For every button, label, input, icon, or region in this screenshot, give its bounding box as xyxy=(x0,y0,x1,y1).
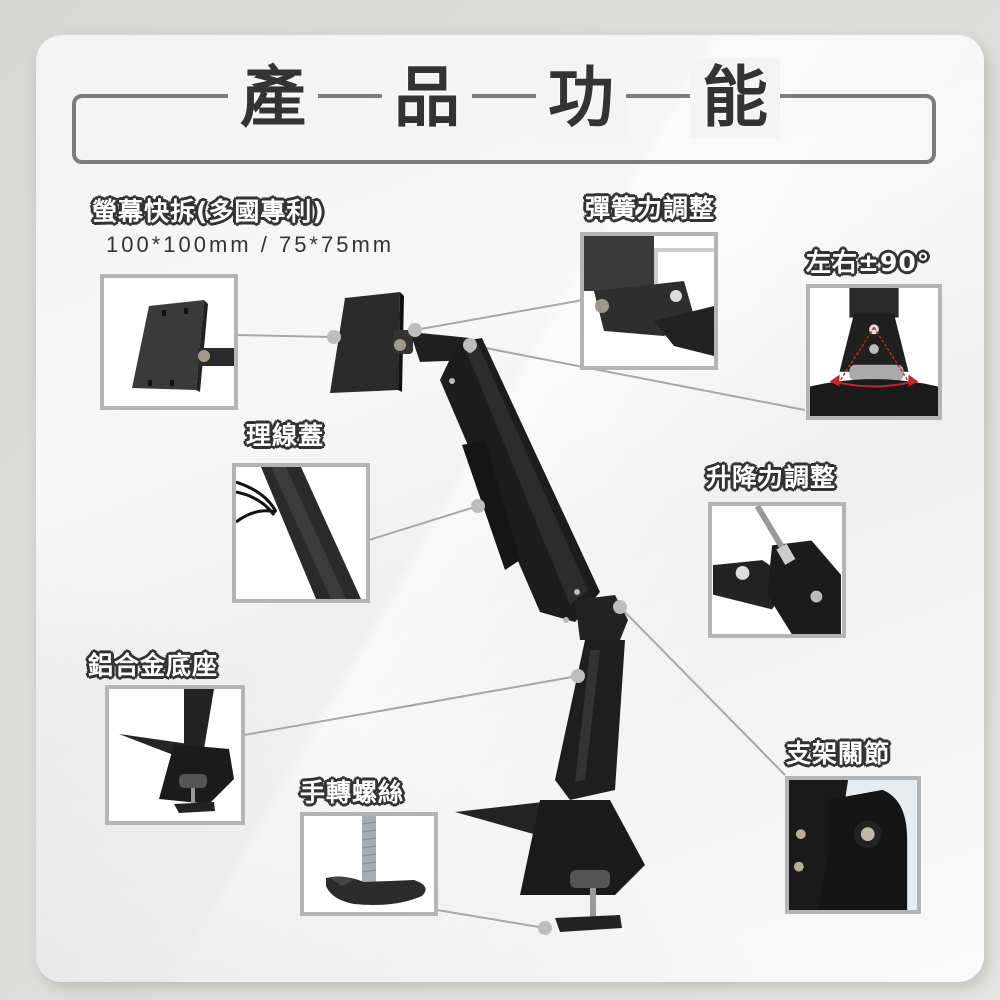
cable-management-cover-photo xyxy=(236,467,361,599)
hand-screw-knob-photo xyxy=(326,816,426,905)
aluminum-clamp-base-photo xyxy=(119,689,234,813)
swivel-joint-photo xyxy=(810,288,938,416)
feature-label-cable-cover: 理線蓋 xyxy=(246,421,325,450)
title-char: 品 xyxy=(382,58,472,138)
title-char: 功 xyxy=(536,58,626,138)
lift-tension-adjust-photo xyxy=(713,506,841,634)
vesa-size-text: 100*100mm / 75*75mm xyxy=(106,232,395,257)
feature-label-lift-adjust: 升降力調整 xyxy=(706,463,837,492)
thumb-rotation xyxy=(806,284,942,420)
title-char: 產 xyxy=(228,58,318,138)
vesa-plate-photo xyxy=(132,300,234,392)
thumb-alloy-base xyxy=(105,685,245,825)
thumb-cable-cover xyxy=(232,463,370,603)
thumb-spring-adjust xyxy=(580,232,718,370)
feature-label-hand-screw: 手轉螺絲 xyxy=(300,778,405,807)
hex-key-spring-adjust-photo xyxy=(584,236,714,356)
feature-label-alloy-base: 鋁合金底座 xyxy=(88,651,219,680)
feature-label-quick-release: 螢幕快拆(多國專利) xyxy=(92,197,325,226)
thumb-lift-adjust xyxy=(708,502,846,638)
title-frame xyxy=(72,94,936,164)
feature-label-spring-adjust: 彈簧力調整 xyxy=(585,194,716,223)
title-char: 能 xyxy=(690,58,780,138)
thumb-arm-joint xyxy=(785,776,921,914)
arm-joint-photo xyxy=(789,780,917,910)
page-title: 產 品 功 能 xyxy=(72,58,936,138)
thumb-hand-screw xyxy=(300,812,438,916)
thumb-vesa-plate xyxy=(100,274,238,410)
feature-label-arm-joint: 支架關節 xyxy=(786,739,891,768)
feature-label-rotation: 左右±90° xyxy=(806,248,931,277)
